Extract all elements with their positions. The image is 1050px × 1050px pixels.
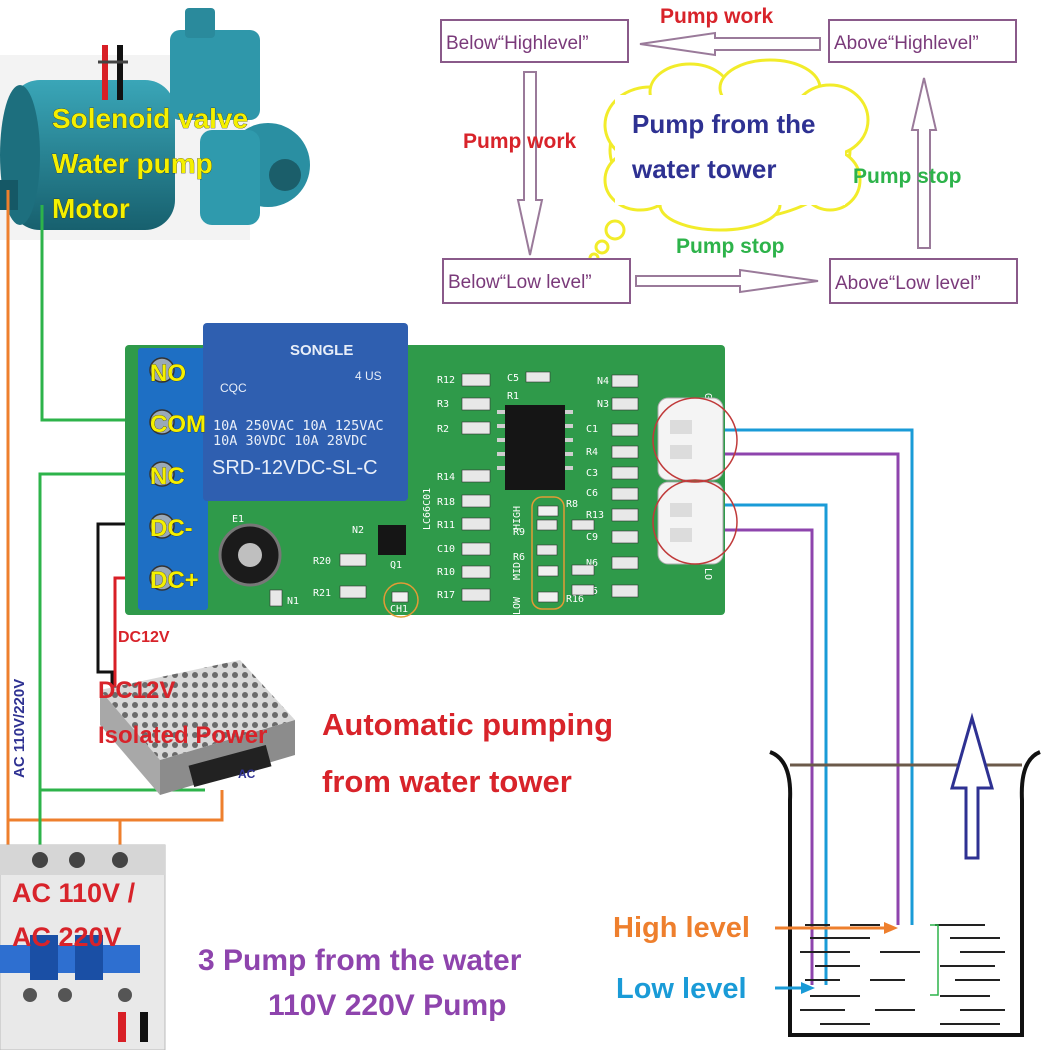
ac-wire-label: AC 110V/220V [11,679,28,778]
label-pump-work-left: Pump work [463,130,577,153]
state-below-low: Below“Low level” [448,272,592,293]
pump-label-water-pump: Water pump [52,148,213,179]
breaker-label-line1: AC 110V / [12,878,136,908]
state-above-high: Above“Highlevel” [834,33,979,54]
relay-board: SONGLE CQC 4 US 10A 250VAC 10A 125VAC 10… [125,323,738,618]
ic-chip [505,405,565,490]
board-model: LC66C01 [422,488,433,530]
board-label-high: HIGH [512,506,523,530]
terminal-label-no: NO [150,360,186,387]
fill-up-arrow [950,712,994,860]
comp-r16: R16 [566,594,584,605]
state-box-below-low [442,258,631,304]
comp-r21: R21 [313,588,331,599]
comp-c1: C1 [586,424,598,435]
board-label-lo: LO [702,568,713,580]
terminal-label-dc-plus: DC+ [150,567,199,594]
pump-lead-wires [98,45,128,100]
terminal-label-nc: NC [150,463,185,490]
tank-label-high-level: High level [613,912,750,944]
water-surface-lines [800,924,1005,1025]
comp-r18: R18 [437,497,455,508]
comp-c10: C10 [437,544,455,555]
comp-r3: R3 [437,399,449,410]
tank-label-low-level: Low level [616,973,747,1005]
wiring [6,190,914,985]
comp-r10: R10 [437,567,455,578]
comp-n6: N6 [586,558,598,569]
state-above-low: Above“Low level” [835,273,981,294]
water-pump-image [0,8,310,240]
state-box-above-high [828,19,1017,63]
comp-r2: R2 [437,424,449,435]
board-label-ch1: CH1 [390,604,408,615]
board-label-low: LOW [512,596,523,615]
circuit-breaker-image [0,844,166,1050]
cloud-text-line1: Pump from the [632,109,815,139]
caption-line1: 3 Pump from the water [198,944,522,977]
comp-r9: R9 [513,527,525,538]
terminal-screws [149,357,175,591]
headline-line1: Automatic pumping [322,707,613,742]
comp-r12: R12 [437,375,455,386]
water-tank [769,712,1041,1037]
state-diagram: Pump from the water tower Below“Highleve… [440,5,1018,304]
arrow-up-right [910,77,938,249]
relay-brand: SONGLE [290,342,353,359]
comp-r8: R8 [566,499,578,510]
label-pump-stop-bottom: Pump stop [676,235,785,258]
headline-line2: from water tower [322,764,572,799]
relay-spec-line1: 10A 250VAC 10A 125VAC [213,418,384,434]
level-leds-highlight [531,496,565,610]
relay-model: SRD-12VDC-SL-C [212,457,378,479]
psu-label-line2: Isolated Power [98,722,267,749]
comp-q1: Q1 [390,560,402,571]
transistor-q1 [378,525,406,555]
label-pump-work-top: Pump work [660,5,774,28]
terminal-label-com: COM [150,411,206,438]
arrow-down-left [516,71,544,256]
comp-r1: R1 [507,391,519,402]
comp-c5: C5 [507,373,519,384]
relay-spec-line2: 10A 30VDC 10A 28VDC [213,433,367,449]
label-pump-stop-right: Pump stop [853,165,962,188]
psu-wire-label: DC12V [118,629,170,646]
comp-n3: N3 [597,399,609,410]
arrow-top-left [639,31,821,57]
comp-c3: C3 [586,468,598,479]
comp-r17: R17 [437,590,455,601]
pump-label-solenoid: Solenoid valve [52,103,248,134]
state-box-below-high [440,19,629,63]
ch1-led-highlight [383,582,419,618]
comp-r14: R14 [437,472,455,483]
psu-label-line1: DC12V [98,677,175,704]
relay-ul: 4 US [355,369,382,383]
arrow-bottom-right [635,268,819,294]
caption-line2: 110V 220V Pump [268,989,506,1022]
comp-r4: R4 [586,447,598,458]
comp-n2: N2 [352,525,364,536]
comp-n1: N1 [287,596,299,607]
comp-e1: E1 [232,514,244,525]
power-supply-image [100,660,295,795]
comp-r20: R20 [313,556,331,567]
comp-r6: R6 [513,552,525,563]
probe-connectors [652,397,738,565]
relay-cqc: CQC [220,381,247,395]
psu-ac-tag: AC [238,767,256,781]
relay-module [203,323,408,501]
terminal-label-dc-minus: DC- [150,515,193,542]
comp-n4: N4 [597,376,609,387]
comp-c6: C6 [586,488,598,499]
pump-label-motor: Motor [52,193,130,224]
state-below-high: Below“Highlevel” [446,33,589,54]
comp-r11: R11 [437,520,455,531]
breaker-label-line2: AC 220V [12,922,122,952]
board-label-mid: MID [512,562,523,580]
comp-c9: C9 [586,532,598,543]
cloud-text-line2: water tower [631,154,777,184]
comp-r13: R13 [586,510,604,521]
state-box-above-low [829,258,1018,304]
